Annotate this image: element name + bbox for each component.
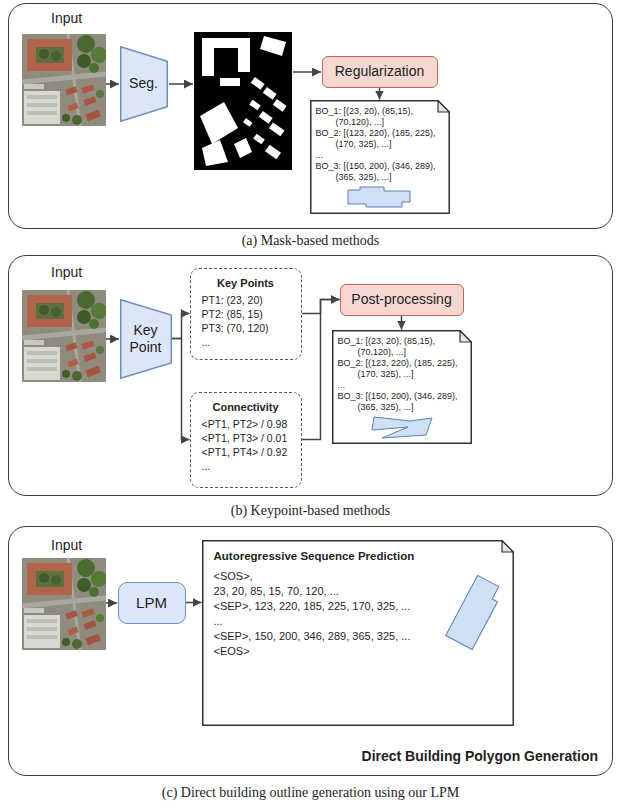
panel-label: Direct Building Polygon Generation [362, 748, 598, 765]
panel-frame: InputSeg. RegularizationBO_1: [(23, 20), … [8, 3, 613, 229]
panel-frame: InputDirect Building Polygon Generation L… [8, 526, 613, 776]
connector-arrow [172, 314, 190, 339]
flow-arrow [106, 338, 119, 340]
list-text: <PT1, PT4> / 0.92 [199, 445, 293, 459]
document-text: <SOS>, [214, 569, 504, 584]
output-document: Autoregressive Sequence Prediction <SOS>,… [202, 540, 514, 726]
block-label: Key Point [124, 322, 168, 356]
list-text: PT3: (70, 120) [199, 321, 293, 335]
connector-arrow [401, 316, 403, 330]
segmentation-mask [194, 32, 292, 170]
subfigure-caption: (b) Keypoint-based methods [0, 502, 621, 519]
list-text: <PT1, PT3> / 0.01 [199, 431, 293, 445]
list-text: Connectivity [199, 400, 293, 414]
block-label: Seg. [129, 75, 158, 92]
label-holder: Input [51, 537, 82, 554]
flow-arrow [293, 71, 321, 73]
dashed-box: Key PointsPT1: (23, 20)PT2: (85, 15)PT3:… [190, 268, 302, 360]
model-box: LPM [118, 582, 186, 624]
label-holder: Input [51, 264, 82, 281]
document-text: <SEP>, 150, 200, 346, 289, 365, 325, ... [214, 629, 504, 644]
document-text: ... [214, 614, 504, 629]
process-box: Post-processing [340, 284, 464, 316]
document-text: <SEP>, 123, 220, 185, 225, 170, 325, ... [214, 599, 504, 614]
flow-arrow [169, 83, 193, 85]
label-holder: Direct Building Polygon Generation [362, 748, 598, 765]
subfigure-caption: (a) Mask-based methods [0, 232, 621, 249]
process-label: Regularization [335, 63, 425, 80]
document-text: 23, 20, 85, 15, 70, 120, ... [214, 584, 504, 599]
output-document: BO_1: [(23, 20), (85,15), (70,120), ...]… [310, 100, 450, 214]
subfigure-caption: (c) Direct building outline generation u… [0, 784, 621, 801]
aerial-image [22, 34, 107, 126]
output-document: BO_1: [(23, 20), (85,15), (70,120), ...]… [332, 330, 472, 444]
connector-arrow [379, 88, 381, 100]
panel-label: Input [51, 10, 82, 27]
aerial-image [22, 558, 107, 650]
document-text: Autoregressive Sequence Prediction [214, 549, 504, 563]
document-text: <EOS> [214, 644, 504, 659]
model-label: LPM [136, 594, 167, 612]
aerial-image [22, 290, 107, 382]
list-text: ... [199, 459, 293, 473]
document-text: BO_1: [(23, 20), (85,15), (70,120), ...] [316, 106, 442, 128]
panel-frame: InputKey Point Key PointsPT1: (23, 20)PT2… [8, 255, 613, 496]
process-label: Post-processing [351, 291, 451, 308]
label-holder: (c) Direct building outline generation u… [0, 784, 621, 801]
label-holder: (a) Mask-based methods [0, 232, 621, 249]
panel-label: Input [51, 264, 82, 281]
flow-arrow [106, 83, 119, 85]
panel-label: Input [51, 537, 82, 554]
document-text: BO_2: [(123, 220), (185, 225), (170, 325… [316, 128, 442, 150]
flow-arrow [106, 602, 117, 604]
list-text: PT1: (23, 20) [199, 293, 293, 307]
document-text: ... [316, 150, 442, 161]
document-text: BO_1: [(23, 20), (85,15), (70,120), ...] [338, 336, 464, 358]
document-text: BO_3: [(150, 200), (346, 289), (365, 325… [316, 161, 442, 183]
network-block: Key Point [120, 299, 172, 379]
process-box: Regularization [322, 56, 438, 88]
list-text: <PT1, PT2> / 0.98 [199, 417, 293, 431]
document-text: BO_3: [(150, 200), (346, 289), (365, 325… [338, 391, 464, 413]
document-text: ... [338, 380, 464, 391]
connector-arrow [186, 602, 202, 604]
label-holder: Input [51, 10, 82, 27]
list-text: PT2: (85, 15) [199, 307, 293, 321]
list-text: Key Points [199, 276, 293, 290]
document-text: BO_2: [(123, 220), (185, 225), (170, 325… [338, 358, 464, 380]
label-holder: (b) Keypoint-based methods [0, 502, 621, 519]
dashed-box: Connectivity <PT1, PT2> / 0.98<PT1, PT3> … [190, 392, 302, 488]
network-block: Seg. [120, 46, 168, 122]
list-text: ... [199, 335, 293, 349]
connector-arrow [172, 339, 190, 440]
